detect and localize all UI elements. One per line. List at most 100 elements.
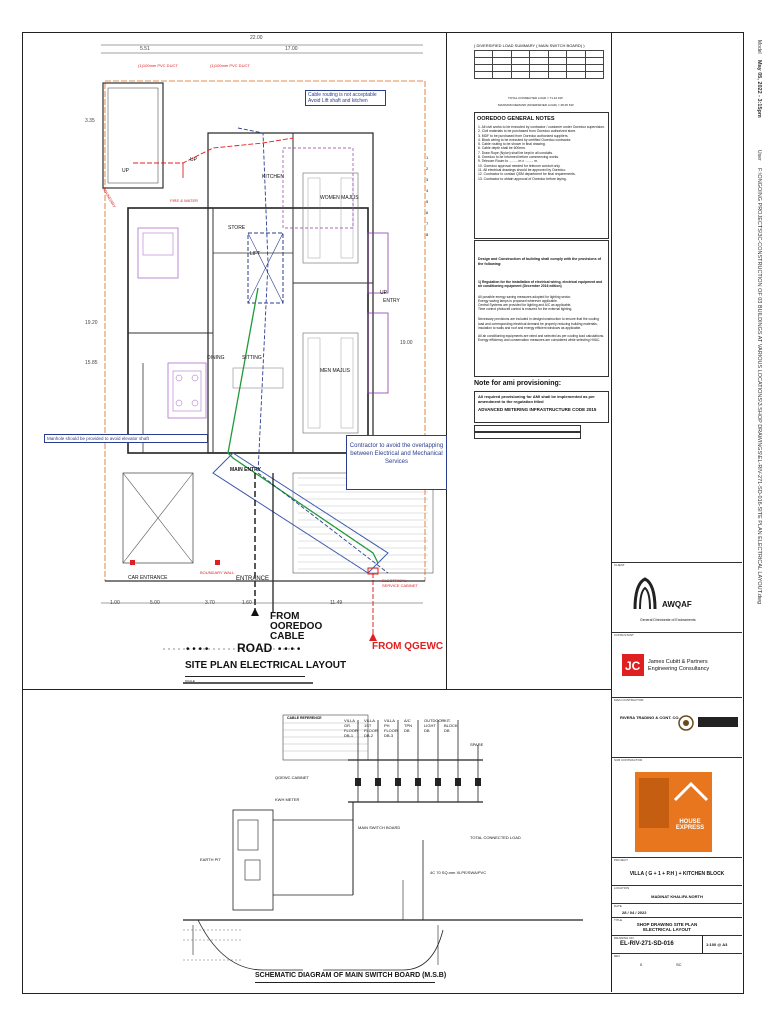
up-label-1: UP (122, 168, 129, 174)
file-path-margin: F:\ONGOING PROJECTS\3C-CONSTRUCTION OF 0… (756, 168, 762, 605)
drawing-title-panel: TITLE SHOP DRAWING SITE PLAN ELECTRICAL … (612, 917, 742, 935)
feeder-spare: SPARE (470, 742, 484, 747)
callout-contractor: Contractor to avoid the overlapping betw… (346, 435, 447, 490)
right-numbers: 1 2 3 4 5 6 7 8 (426, 155, 436, 243)
sub-contractor-name: HOUSE EXPRESS (675, 819, 705, 831)
awqaf-logo-icon (633, 577, 657, 610)
design-point: All possible energy saving measures adop… (478, 294, 572, 299)
room-dining: DINING (207, 355, 225, 361)
project-name: VILLA ( G + 1 + P.H ) + KITCHEN BLOCK (629, 871, 725, 877)
house-express-logo: HOUSE EXPRESS (635, 772, 712, 852)
schematic-note-1: QGEWC CABINET (275, 775, 310, 780)
feeder-6: KIT. BLOCK DB (444, 718, 458, 733)
main-contractor-name: RIVERA TRADING & CONT. CO. (620, 715, 680, 720)
dim-side-c: 15.85 (85, 360, 98, 366)
room-men-majlis: MEN MAJLIS (320, 368, 351, 374)
design-point: All air conditioning equipments are rate… (478, 334, 605, 343)
cable-ref-header: CABLE REFERENCE (287, 716, 322, 720)
design-point: Time control photocell control is ensure… (478, 307, 573, 312)
date-value: 28 / 04 / 2022 (622, 910, 647, 915)
schematic-note-6: 4C 70 SQ.mm XLPE/SWA/PVC (430, 870, 487, 875)
room-women-majlis: WOMEN MAJLIS (320, 195, 359, 201)
plot-date-margin: May 05, 2022 - 3:15pm (756, 60, 762, 118)
note-line: 1. All civil works to be executed by con… (478, 125, 605, 129)
schematic-drawing (183, 714, 583, 971)
num-4: 4 (426, 188, 429, 193)
up-label-2: UP (190, 157, 197, 163)
callout-manhole: Manhole should be provided to avoid elev… (44, 434, 208, 443)
design-point: Necessary provisions are included in des… (478, 317, 599, 330)
num-1: 1 (426, 155, 429, 160)
note-line: 8. Ooredoo to be informed before commenc… (478, 155, 560, 160)
dim-right: 17.00 (285, 46, 298, 52)
note-line: 10. Ooredoo approval needed for telecom … (478, 163, 561, 168)
note-line: 3. MDF to be purchased from Ooredoo auth… (478, 133, 569, 138)
main-contractor-label: MAIN CONTRACTOR (614, 698, 644, 702)
design-regulation: 1) Regulation for the installation of el… (478, 280, 603, 289)
location-label: LOCATION (614, 886, 630, 890)
from-ooredoo: FROM OOREDOO CABLE (270, 611, 323, 642)
from-qgewc: FROM QGEWC (372, 641, 444, 652)
schematic-title: SCHEMATIC DIAGRAM OF MAIN SWITCH BOARD (… (255, 972, 447, 979)
load-total-connected: TOTAL CONNECTED LOAD = 71.44 KW (508, 96, 563, 100)
road-label: ROAD (237, 641, 273, 655)
site-plan-drawing (101, 44, 434, 684)
load-summary-table (473, 50, 605, 79)
ooredoo-notes: OOREDOO GENERAL NOTES 1. All civil works… (474, 112, 609, 239)
feeder-4: A/C TPN DB (404, 718, 412, 733)
user-margin: User (756, 150, 762, 161)
main-contractor-panel: MAIN CONTRACTOR RIVERA TRADING & CONT. C… (612, 697, 742, 757)
date-panel: DATE 28 / 04 / 2022 (612, 903, 742, 917)
note-line: 13. Contractor to obtain approval of Oor… (478, 176, 567, 181)
electrical-cabinet-label: ELECTRICAL SERVICE CABINET (382, 578, 418, 588)
sub-contractor-panel: SUB CONTRACTOR HOUSE EXPRESS (612, 757, 742, 857)
design-point: Central Systems are provided for lightin… (478, 303, 572, 307)
num-5: 5 (426, 199, 429, 204)
ami-text: All required provisioning for AMI shall … (478, 394, 595, 404)
consultant-label: CONSULTANT (614, 633, 634, 637)
drawing-scale: 1:100 @ A3 (706, 942, 728, 947)
drawing-sheet (22, 32, 744, 994)
stamp-line-1 (474, 425, 581, 432)
schematic-note-5: TOTAL CONNECTED LOAD (470, 835, 521, 840)
ooredoo-notes-header: OOREDOO GENERAL NOTES (477, 116, 555, 122)
dim-side-d: 19.00 (400, 340, 413, 346)
schematic-note-3: EARTH PIT (200, 857, 221, 862)
room-store: STORE (228, 225, 246, 231)
boundary-wall-label: BOUNDARY WALL (200, 570, 235, 575)
ooredoo-notes-list: 1. All civil works to be executed by con… (475, 125, 608, 181)
note-line: 9. Telecom Room to ......... m x .......… (478, 159, 539, 164)
feeder-3: VILLA PH FLOOR DB-3 (384, 718, 398, 738)
jcp-logo-icon: JC (622, 654, 644, 676)
duct-label-1: (1)100mm PVC DUCT (138, 63, 178, 68)
load-summary-title: ( DIVERSIFIED LOAD SUMMARY ( MAIN SWITCH… (474, 43, 585, 48)
drawing-no-panel: DRAWING NO. EL-RIV-271-SD-016 1:100 @ A3 (612, 935, 742, 953)
location-name: MADINAT KHALIFA NORTH (651, 894, 703, 899)
dim-side-b: 19.20 (85, 320, 98, 326)
client-panel: CLIENT AWQAF General Directorate of Endo… (612, 562, 742, 632)
up-label-3: UP (380, 290, 387, 296)
car-entrance: CAR ENTRANCE (128, 575, 168, 581)
rev-value: 0 (640, 962, 643, 967)
room-main-entry: MAIN ENTRY (230, 467, 261, 473)
ami-box: All required provisioning for AMI shall … (474, 391, 609, 423)
title-underline (185, 676, 305, 677)
num-2: 2 (426, 166, 429, 171)
location-panel: LOCATION MADINAT KHALIFA NORTH (612, 885, 742, 903)
num-7: 7 (426, 221, 429, 226)
consultant-panel: CONSULTANT JC James Cubitt & Partners En… (612, 632, 742, 697)
divider-title-block (611, 33, 612, 992)
design-notes: Design and Construction of building shal… (474, 240, 609, 377)
note-line: 7. Draw Rope (Nylon) shall be kept in al… (478, 150, 554, 155)
site-plan-title: SITE PLAN ELECTRICAL LAYOUT (185, 660, 347, 671)
project-label: PROJECT (614, 858, 629, 862)
sub-contractor-label: SUB CONTRACTOR (614, 758, 643, 762)
note-line: 5. Cable routing to be shown in final dr… (478, 142, 546, 147)
arabic-name-block (698, 717, 738, 727)
date-label: DATE (614, 904, 622, 908)
design-points: All possible energy saving measures adop… (478, 295, 605, 343)
stamp-line-2 (474, 432, 581, 439)
road-dots-right: • • • • (278, 644, 301, 655)
note-line: 11. All electrical drawings should be ap… (478, 167, 567, 172)
scale-label: SCALE (185, 679, 195, 683)
